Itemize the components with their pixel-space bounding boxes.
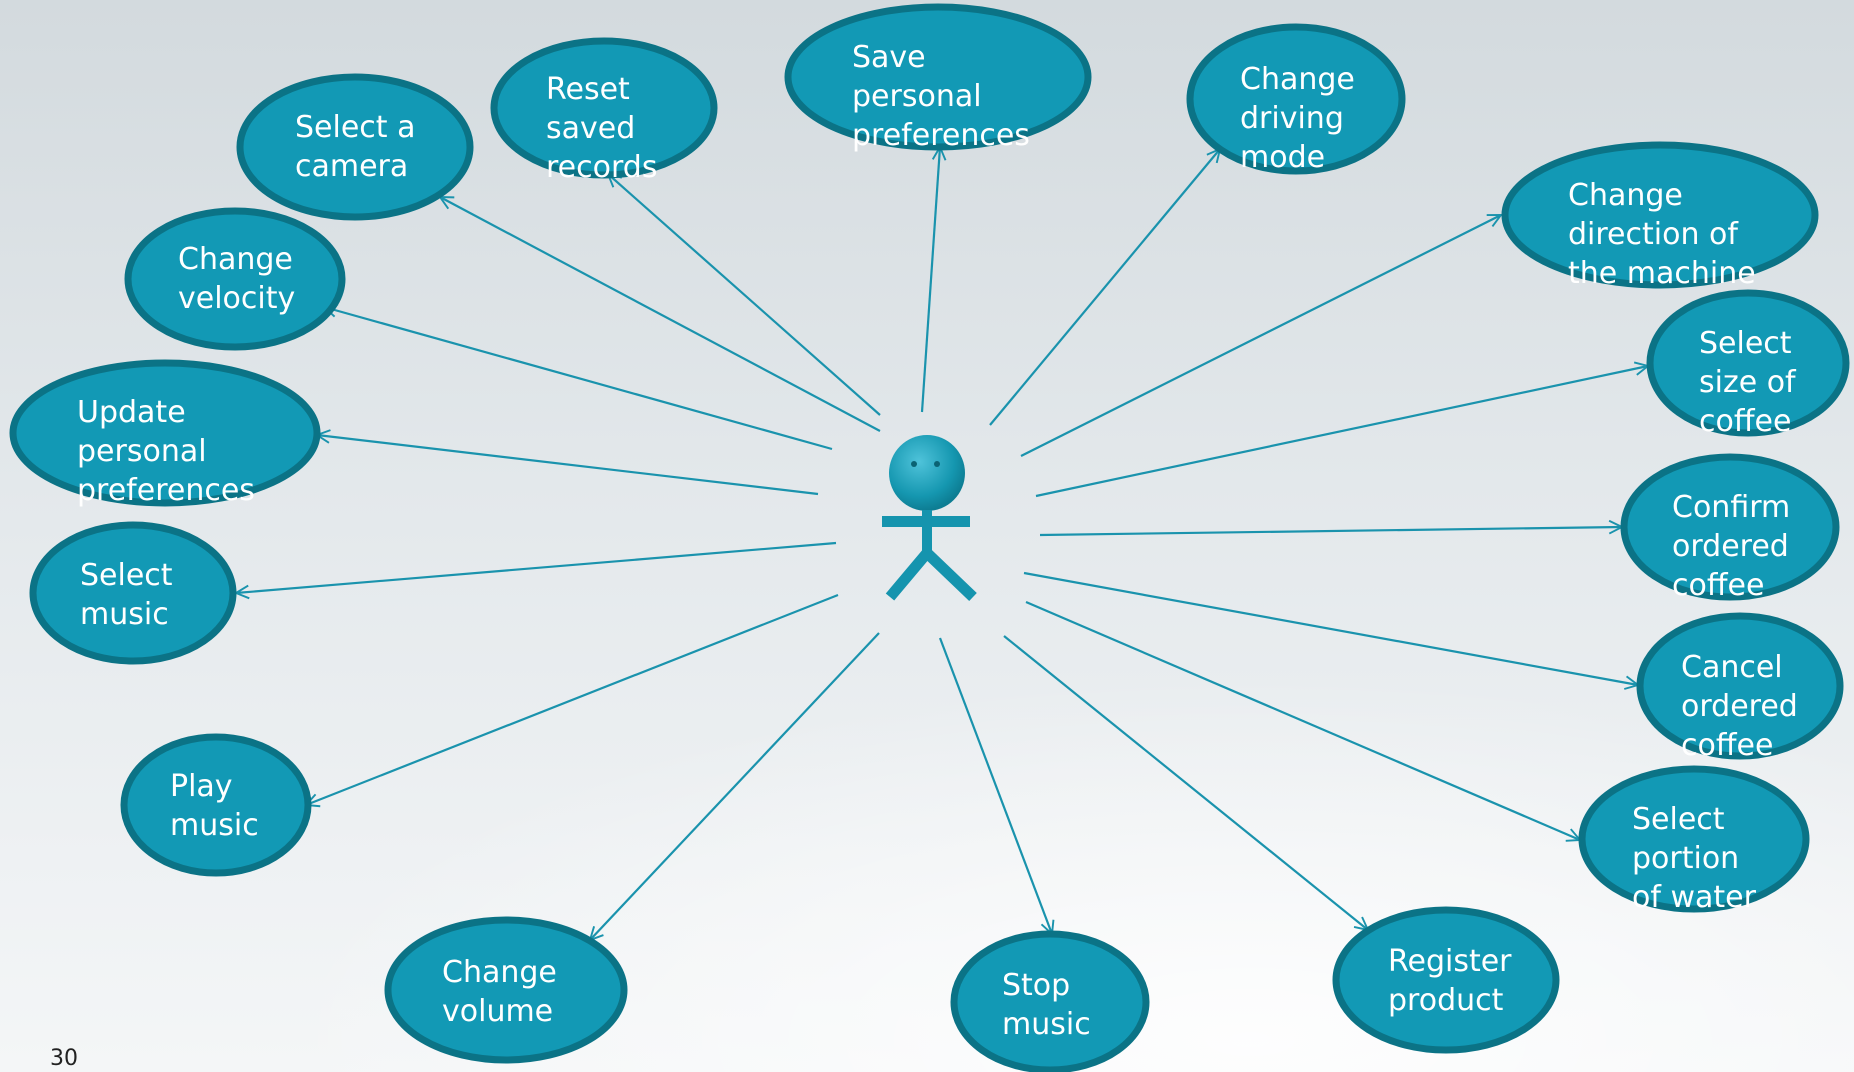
arrow-to-select-size-of-coffee bbox=[1035, 366, 1648, 498]
use-case-reset-saved-records bbox=[490, 37, 718, 179]
use-case-label-play-music: Play music bbox=[170, 767, 259, 845]
use-case-label-line: volume bbox=[442, 994, 554, 1029]
use-case-register-product bbox=[1332, 906, 1560, 1054]
use-case-label-line: music bbox=[1002, 1007, 1091, 1042]
arrow-to-change-velocity bbox=[324, 307, 833, 451]
use-case-label-select-a-camera: Select a camera bbox=[295, 108, 415, 186]
use-case-label-line: personal bbox=[852, 79, 982, 114]
use-case-save-personal-preferences bbox=[784, 3, 1092, 151]
use-case-label-line: records bbox=[546, 150, 658, 185]
use-case-label-line: saved bbox=[546, 111, 636, 146]
page-number: 30 bbox=[50, 1046, 78, 1071]
use-case-label-line: ordered bbox=[1681, 689, 1798, 724]
arrow-to-play-music bbox=[306, 593, 839, 805]
use-case-label-reset-saved-records: Reset saved records bbox=[546, 70, 657, 187]
arrow-to-update-personal-preferences bbox=[317, 435, 819, 496]
use-case-select-a-camera bbox=[236, 73, 474, 221]
use-case-label-line: ordered bbox=[1672, 529, 1789, 564]
use-case-label-line: Select bbox=[80, 558, 173, 593]
use-case-label-save-personal-preferences: Save personal preferences bbox=[852, 38, 1030, 155]
use-case-label-change-driving-mode: Change driving mode bbox=[1240, 60, 1355, 177]
use-case-label-line: portion bbox=[1632, 841, 1740, 876]
use-case-label-line: Confirm bbox=[1672, 490, 1791, 525]
use-case-label-line: driving bbox=[1240, 101, 1344, 136]
use-case-change-driving-mode bbox=[1186, 23, 1406, 175]
use-case-label-confirm-ordered-coffee: Confirm ordered coffee bbox=[1672, 488, 1790, 605]
arrow-to-save-personal-preferences bbox=[920, 147, 940, 413]
arrow-to-stop-music bbox=[938, 637, 1052, 934]
use-case-label-line: coffee bbox=[1681, 728, 1774, 763]
use-case-label-select-music: Select music bbox=[80, 556, 173, 634]
use-case-label-line: Play bbox=[170, 769, 233, 804]
use-case-stop-music bbox=[950, 930, 1150, 1072]
use-case-cancel-ordered-coffee bbox=[1636, 612, 1844, 760]
use-case-label-change-velocity: Change velocity bbox=[178, 240, 295, 318]
use-case-label-line: size of bbox=[1699, 365, 1796, 400]
use-case-label-line: Select a bbox=[295, 110, 416, 145]
use-case-confirm-ordered-coffee bbox=[1620, 453, 1840, 601]
use-case-label-line: mode bbox=[1240, 140, 1326, 175]
use-case-label-line: Change bbox=[178, 242, 293, 277]
use-case-label-line: direction of bbox=[1568, 217, 1738, 252]
arrow-to-register-product bbox=[1003, 635, 1368, 930]
use-case-label-line: velocity bbox=[178, 281, 296, 316]
use-case-update-personal-preferences bbox=[9, 359, 321, 507]
use-case-label-line: Update bbox=[77, 395, 186, 430]
use-case-label-line: preferences bbox=[77, 473, 255, 508]
use-case-label-line: Stop bbox=[1002, 968, 1071, 1003]
use-case-label-cancel-ordered-coffee: Cancel ordered coffee bbox=[1681, 648, 1798, 765]
arrow-to-select-music bbox=[236, 541, 837, 593]
use-case-label-line: product bbox=[1388, 983, 1504, 1018]
use-case-label-stop-music: Stop music bbox=[1002, 966, 1091, 1044]
use-case-label-change-volume: Change volume bbox=[442, 953, 557, 1031]
use-case-label-line: coffee bbox=[1699, 404, 1792, 439]
use-case-label-line: Cancel bbox=[1681, 650, 1783, 685]
use-case-label-change-direction-of-the-machine: Change direction of the machine bbox=[1568, 176, 1756, 293]
arrow-to-reset-saved-records bbox=[608, 174, 881, 416]
use-case-label-line: Change bbox=[1240, 62, 1355, 97]
use-case-label-line: coffee bbox=[1672, 568, 1765, 603]
use-case-label-line: of water bbox=[1632, 880, 1756, 915]
use-case-change-direction-of-the-machine bbox=[1501, 141, 1819, 289]
use-case-label-line: Select bbox=[1699, 326, 1792, 361]
use-case-label-line: music bbox=[170, 808, 259, 843]
arrow-to-change-volume bbox=[590, 632, 880, 940]
use-case-select-size-of-coffee bbox=[1646, 289, 1850, 437]
arrow-to-select-portion-of-water bbox=[1025, 600, 1580, 840]
use-case-change-volume bbox=[384, 916, 628, 1064]
use-case-label-select-portion-of-water: Select portion of water bbox=[1632, 800, 1756, 917]
stick-figure-actor-icon bbox=[882, 435, 977, 601]
arrow-to-cancel-ordered-coffee bbox=[1023, 571, 1638, 685]
use-case-label-line: music bbox=[80, 597, 169, 632]
use-case-label-select-size-of-coffee: Select size of coffee bbox=[1699, 324, 1796, 441]
use-case-select-portion-of-water bbox=[1578, 765, 1810, 913]
use-case-label-line: Reset bbox=[546, 72, 630, 107]
use-case-label-line: Register bbox=[1388, 944, 1512, 979]
use-case-label-line: Change bbox=[442, 955, 557, 990]
use-case-change-velocity bbox=[124, 207, 346, 351]
arrow-to-confirm-ordered-coffee bbox=[1039, 527, 1622, 537]
use-case-label-line: camera bbox=[295, 149, 409, 184]
arrow-to-select-a-camera bbox=[440, 197, 881, 432]
arrow-to-change-direction-of-the-machine bbox=[1020, 214, 1501, 457]
use-case-label-line: Select bbox=[1632, 802, 1725, 837]
use-case-label-line: personal bbox=[77, 434, 207, 469]
use-case-label-line: Change bbox=[1568, 178, 1683, 213]
use-case-select-music bbox=[29, 521, 237, 665]
use-case-label-register-product: Register product bbox=[1388, 942, 1512, 1020]
use-case-play-music bbox=[120, 733, 312, 877]
use-case-label-line: the machine bbox=[1568, 256, 1756, 291]
use-case-label-line: Save bbox=[852, 40, 926, 75]
arrow-to-change-driving-mode bbox=[989, 149, 1220, 426]
use-case-label-line: preferences bbox=[852, 118, 1030, 153]
use-case-label-update-personal-preferences: Update personal preferences bbox=[77, 393, 255, 510]
